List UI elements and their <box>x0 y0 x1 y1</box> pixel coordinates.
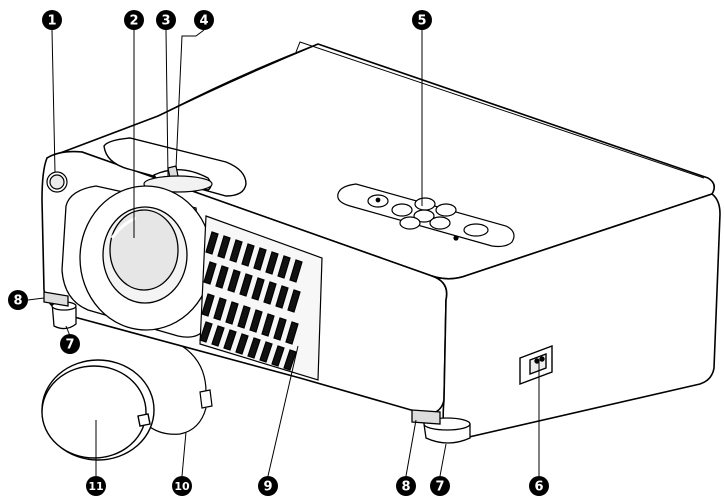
callout-6: 6 <box>529 476 549 496</box>
svg-text:5: 5 <box>417 14 426 29</box>
svg-text:1: 1 <box>47 14 56 29</box>
lens-cap <box>41 359 155 461</box>
lens-cap-strap <box>145 345 213 435</box>
svg-text:2: 2 <box>129 14 138 29</box>
callout-4: 4 <box>194 10 214 30</box>
foot-right <box>423 417 471 444</box>
callout-7-right: 7 <box>430 476 450 496</box>
vent-grille <box>199 215 323 381</box>
panel-button-enter <box>413 209 435 223</box>
power-socket <box>519 344 553 386</box>
panel-button-menu <box>391 203 413 217</box>
callout-1: 1 <box>42 10 62 30</box>
foot-release-left <box>43 291 69 307</box>
callout-2: 2 <box>124 10 144 30</box>
callout-5: 5 <box>412 10 432 30</box>
callout-11: 11 <box>86 476 106 496</box>
panel-button-left <box>399 216 421 230</box>
panel-button-right <box>435 203 457 217</box>
svg-text:7: 7 <box>65 338 74 353</box>
control-panel <box>337 183 515 248</box>
callout-7-left: 7 <box>60 334 80 354</box>
svg-text:10: 10 <box>174 480 190 493</box>
callout-8-left: 8 <box>8 290 28 310</box>
svg-text:8: 8 <box>401 480 410 495</box>
callout-10: 10 <box>172 476 192 496</box>
callout-8-right: 8 <box>396 476 416 496</box>
lens-assembly <box>61 185 213 338</box>
leader-lines <box>27 29 540 477</box>
callout-badges: 1 2 3 4 5 6 7 7 <box>8 10 549 496</box>
svg-text:6: 6 <box>534 480 543 495</box>
svg-text:3: 3 <box>161 14 170 29</box>
top-contours <box>169 41 705 179</box>
foot-release-right <box>411 409 441 425</box>
power-indicator <box>46 171 68 193</box>
panel-button-up <box>414 197 436 211</box>
svg-text:9: 9 <box>263 480 272 495</box>
svg-text:7: 7 <box>435 480 444 495</box>
callout-3: 3 <box>156 10 176 30</box>
svg-text:8: 8 <box>13 294 22 309</box>
svg-text:4: 4 <box>199 14 208 29</box>
callout-9: 9 <box>258 476 278 496</box>
panel-button-source <box>463 223 489 237</box>
panel-button-down <box>429 216 451 230</box>
svg-text:11: 11 <box>88 480 103 493</box>
